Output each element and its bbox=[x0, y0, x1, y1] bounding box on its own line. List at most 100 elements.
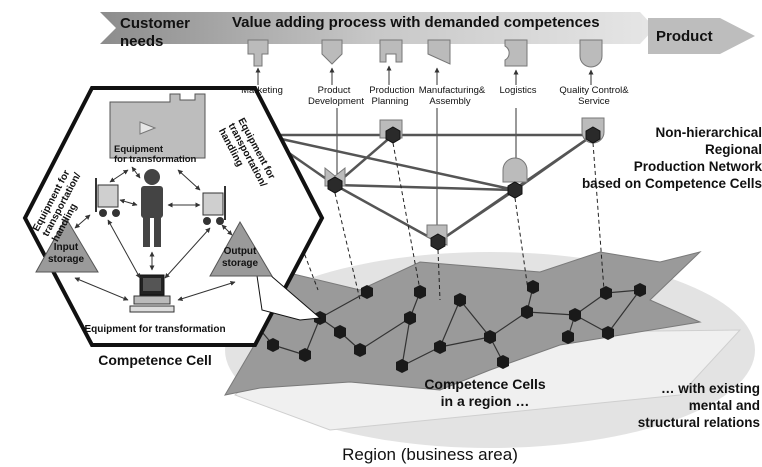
forklift-right-icon bbox=[202, 186, 226, 225]
edge bbox=[334, 183, 516, 192]
edge bbox=[401, 317, 411, 367]
arrow bbox=[107, 219, 141, 279]
network-node bbox=[385, 126, 401, 144]
network-label-4: based on Competence Cells bbox=[582, 176, 762, 191]
dashed-link bbox=[437, 249, 441, 301]
network-node bbox=[585, 126, 601, 144]
edge bbox=[459, 299, 491, 338]
competence-label: Production bbox=[369, 85, 414, 96]
arrow bbox=[119, 198, 138, 207]
competence-label: Logistics bbox=[500, 85, 537, 96]
network-node bbox=[327, 176, 343, 194]
region-node bbox=[497, 355, 509, 369]
region-node bbox=[361, 285, 373, 299]
edge bbox=[319, 291, 368, 319]
arrow bbox=[74, 277, 129, 301]
network-node bbox=[507, 181, 523, 199]
edge bbox=[262, 133, 516, 192]
product-label: Product bbox=[656, 28, 713, 45]
value-process-arrow bbox=[100, 12, 655, 44]
competence-label: Quality Control& bbox=[559, 85, 629, 96]
region-cells-2: in a region … bbox=[441, 393, 530, 409]
region-node bbox=[454, 293, 466, 307]
region-network-slab bbox=[224, 251, 702, 396]
quality-control-symbol bbox=[579, 39, 603, 68]
arrow bbox=[109, 169, 129, 183]
output-storage-triangle bbox=[209, 220, 273, 277]
edge bbox=[439, 299, 461, 348]
relations-2: mental and bbox=[689, 398, 760, 413]
arrow bbox=[177, 280, 236, 302]
equip-top-1: Equipment bbox=[114, 144, 164, 155]
dashed-link bbox=[592, 142, 605, 291]
competence-label: Manufacturing& bbox=[419, 85, 486, 96]
customer-needs-label-2: needs bbox=[120, 33, 163, 50]
edge bbox=[437, 188, 516, 244]
input-storage-1: Input bbox=[54, 242, 79, 253]
manufacturing-symbol bbox=[427, 39, 451, 65]
edge bbox=[334, 183, 439, 244]
relations-1: … with existing bbox=[661, 381, 760, 396]
network-label-1: Non-hierarchical bbox=[655, 125, 762, 140]
product-arrow bbox=[648, 18, 755, 54]
edge bbox=[439, 336, 491, 348]
input-storage-triangle bbox=[35, 216, 99, 273]
region-node bbox=[334, 325, 346, 339]
relations-3: structural relations bbox=[638, 415, 760, 430]
arrow bbox=[131, 166, 141, 179]
process-title: Value adding process with demanded compe… bbox=[232, 14, 600, 31]
edge bbox=[526, 311, 576, 316]
network-label-3: Production Network bbox=[634, 159, 762, 174]
arrow bbox=[74, 214, 91, 229]
node-symbol bbox=[502, 157, 528, 183]
region-node bbox=[527, 280, 539, 294]
edge bbox=[514, 133, 594, 192]
computer-icon bbox=[129, 274, 175, 313]
competence-label: Service bbox=[578, 96, 610, 107]
equipment-transformation-top bbox=[109, 93, 206, 159]
arrow bbox=[164, 227, 211, 279]
forklift-left-icon bbox=[95, 178, 120, 217]
network-label-2: Regional bbox=[705, 142, 762, 157]
region-node bbox=[404, 311, 416, 325]
production-planning-symbol bbox=[379, 39, 403, 63]
dashed-link bbox=[514, 197, 529, 291]
edge bbox=[304, 317, 321, 356]
product-development-symbol bbox=[321, 39, 343, 65]
dashed-link bbox=[392, 142, 421, 291]
competence-label: Development bbox=[308, 96, 364, 107]
region-node bbox=[600, 286, 612, 300]
equip-bottom-label: Equipment for transformation bbox=[84, 324, 225, 335]
region-node bbox=[414, 285, 426, 299]
region-cells-1: Competence Cells bbox=[424, 376, 546, 392]
edge bbox=[359, 317, 411, 351]
region-node bbox=[354, 343, 366, 357]
region-node bbox=[602, 326, 614, 340]
region-node bbox=[267, 338, 279, 352]
region-node bbox=[484, 330, 496, 344]
edge bbox=[401, 346, 441, 367]
region-node bbox=[562, 330, 574, 344]
person-icon bbox=[141, 169, 163, 247]
edge bbox=[489, 311, 528, 338]
region-node bbox=[521, 305, 533, 319]
edge bbox=[607, 289, 641, 334]
logistics-symbol bbox=[504, 39, 528, 67]
competence-label: Marketing bbox=[241, 85, 283, 96]
arrow bbox=[177, 169, 201, 191]
competence-label: Assembly bbox=[429, 96, 470, 107]
input-storage-2: storage bbox=[48, 254, 85, 265]
customer-needs-label-1: Customer bbox=[120, 15, 190, 32]
equip-top-2: for transformation bbox=[114, 154, 197, 165]
region-node bbox=[569, 308, 581, 322]
dashed-link bbox=[334, 192, 361, 301]
equipment-notch-icon bbox=[139, 121, 157, 135]
region-caption: Region (business area) bbox=[342, 445, 518, 464]
region-node bbox=[396, 359, 408, 373]
output-storage-2: storage bbox=[222, 258, 259, 269]
competence-cell-caption: Competence Cell bbox=[98, 352, 212, 368]
network-node bbox=[430, 233, 446, 251]
region-node bbox=[434, 340, 446, 354]
competence-label: Planning bbox=[372, 96, 409, 107]
